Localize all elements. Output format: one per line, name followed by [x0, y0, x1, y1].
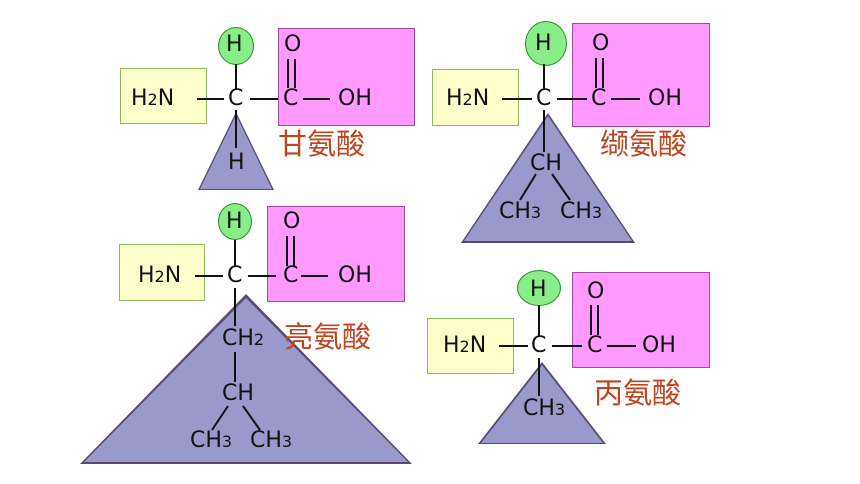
- carbonyl-carbon-label: C: [283, 86, 299, 111]
- alpha-carbon-label: C: [536, 86, 552, 111]
- carboxyl-group-box: [267, 206, 405, 302]
- carboxyl-group-box: [278, 28, 415, 126]
- carbonyl-oxygen-label: O: [284, 32, 302, 57]
- hydrogen-label: H: [530, 277, 547, 302]
- amine-group-box: [432, 69, 519, 126]
- r-group-methyl-label: CH3: [190, 428, 233, 453]
- amino-acid-name: 亮氨酸: [284, 320, 372, 354]
- amine-group-box: [120, 68, 207, 124]
- alpha-carbon-label: C: [531, 333, 547, 358]
- hydrogen-circle: [218, 203, 252, 240]
- hydrogen-label: H: [226, 209, 243, 234]
- carbonyl-carbon-label: C: [587, 333, 603, 358]
- hydrogen-label: H: [226, 32, 243, 57]
- hydroxyl-label: OH: [338, 263, 372, 288]
- carbonyl-carbon-label: C: [283, 263, 299, 288]
- r-group-methyl-label: CH3: [250, 428, 293, 453]
- r-group-methyl-label: CH3: [499, 199, 542, 224]
- r-group-ch-label: CH: [530, 151, 562, 176]
- r-group-hydrogen-label: H: [228, 150, 245, 175]
- carboxyl-group-box: [572, 272, 710, 368]
- carbonyl-oxygen-label: O: [283, 209, 301, 234]
- amine-label: H2N: [138, 263, 182, 288]
- r-group-methyl-label: CH3: [523, 396, 566, 421]
- r-group-ch-label: CH: [222, 381, 254, 406]
- amino-acid-name: 缬氨酸: [600, 127, 688, 161]
- amino-acid-name: 丙氨酸: [594, 376, 682, 410]
- hydroxyl-label: OH: [338, 86, 372, 111]
- carbonyl-carbon-label: C: [591, 86, 607, 111]
- hydroxyl-label: OH: [648, 86, 682, 111]
- amino-acid-name: 甘氨酸: [278, 127, 366, 161]
- alpha-carbon-label: C: [227, 263, 243, 288]
- carbonyl-oxygen-label: O: [592, 31, 610, 56]
- amine-label: H2N: [446, 86, 490, 111]
- r-group-methyl-label: CH3: [560, 199, 603, 224]
- alpha-carbon-label: C: [228, 86, 244, 111]
- carbonyl-oxygen-label: O: [587, 279, 605, 304]
- amine-label: H2N: [443, 333, 487, 358]
- hydrogen-circle: [525, 21, 567, 66]
- hydrogen-circle: [218, 27, 254, 65]
- amine-label: H2N: [131, 86, 175, 111]
- hydroxyl-label: OH: [642, 333, 676, 358]
- r-group-ch2-label: CH2: [222, 326, 265, 351]
- hydrogen-label: H: [535, 31, 552, 56]
- amine-group-box: [119, 244, 205, 301]
